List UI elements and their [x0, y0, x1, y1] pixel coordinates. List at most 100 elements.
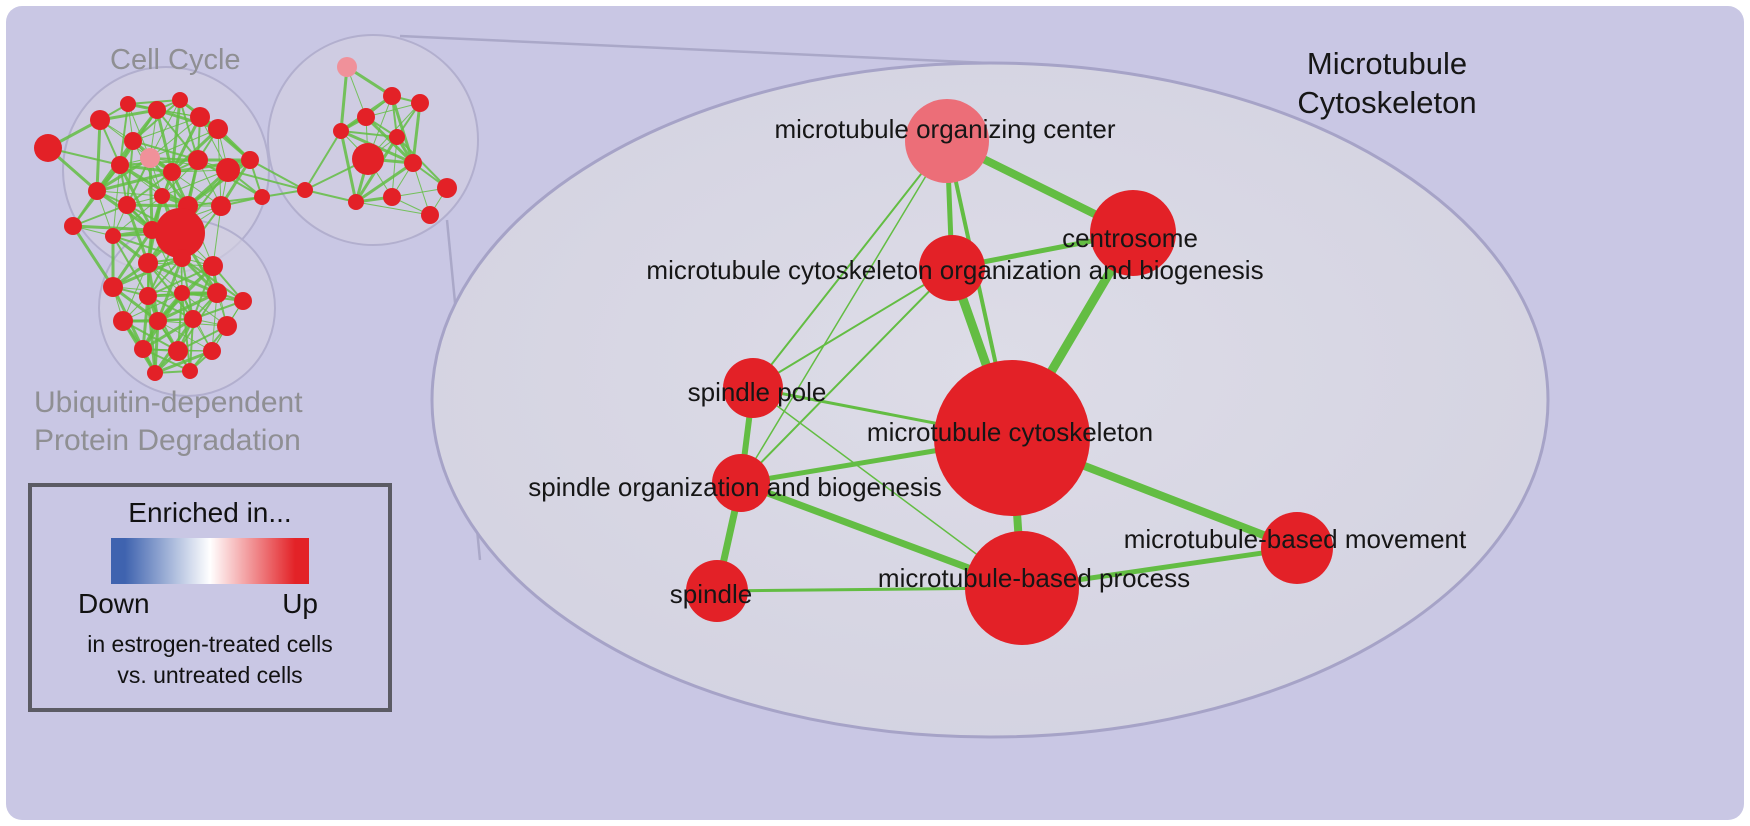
overview-node: [203, 342, 221, 360]
overview-node: [437, 178, 457, 198]
overview-edge: [365, 102, 421, 118]
overview-edge: [149, 99, 181, 159]
overview-edge: [181, 257, 244, 302]
detail-label-spindle: spindle: [670, 579, 752, 609]
overview-node: [88, 182, 106, 200]
overview-node: [217, 316, 237, 336]
overview-node: [254, 189, 270, 205]
legend-caption-line2: vs. untreated cells: [117, 662, 303, 688]
overview-node: [168, 341, 188, 361]
cluster-label-microtubule-line1: Microtubule: [1306, 46, 1468, 81]
overview-edge: [170, 116, 202, 173]
detail-label-mbp: microtubule-based process: [878, 563, 1190, 593]
overview-node: [190, 107, 210, 127]
overview-node: [297, 182, 313, 198]
overview-node: [138, 253, 158, 273]
overview-edge: [170, 99, 182, 173]
legend-down-label: Down: [78, 588, 150, 619]
overview-edge: [156, 257, 184, 322]
overview-edge: [126, 171, 173, 206]
detail-edge-mcob-sob: [740, 267, 953, 484]
detail-node-mcob: [919, 235, 985, 301]
detail-node-sob: [712, 454, 770, 512]
cluster-label-ubiquitin-line1: Ubiquitin-dependent: [34, 386, 303, 419]
overview-node: [174, 285, 190, 301]
overview-node: [155, 208, 205, 258]
overview-node: [421, 206, 439, 224]
overview-node: [211, 196, 231, 216]
overview-node: [188, 150, 208, 170]
overview-node: [333, 123, 349, 139]
cluster-label-microtubule-line2: Cytoskeleton: [1297, 85, 1477, 120]
overview-node: [184, 310, 202, 328]
overview-edge: [111, 229, 154, 288]
overview-edge: [157, 291, 218, 323]
detail-label-moc: microtubule organizing center: [774, 114, 1115, 144]
detail-edge-mcob-spindle_pole: [752, 267, 953, 389]
detail-label-mbm: microtubule-based movement: [1124, 524, 1467, 554]
overview-edge: [96, 190, 163, 197]
legend-box: Enriched in... Down Up in estrogen-treat…: [28, 483, 392, 712]
overview-edge: [411, 102, 422, 164]
detail-node-moc: [905, 99, 989, 183]
overview-node: [120, 96, 136, 112]
overview-node: [163, 163, 181, 181]
cluster-label-microtubule-cytoskeleton: Microtubule Cytoskeleton: [1278, 44, 1496, 122]
overview-edge: [96, 170, 173, 193]
detail-label-mcob: microtubule cytoskeleton organization an…: [646, 255, 1263, 285]
overview-edge: [142, 317, 194, 351]
overview-edge: [96, 156, 151, 193]
detail-label-mc: microtubule cytoskeleton: [867, 417, 1153, 447]
overview-node: [207, 283, 227, 303]
overview-node: [154, 188, 170, 204]
overview-node: [124, 132, 142, 150]
detail-node-labels: microtubule organizing centercentrosomem…: [528, 114, 1467, 609]
overview-node: [118, 196, 136, 214]
detail-label-spindle_pole: spindle pole: [688, 377, 827, 407]
detail-node-mbp: [965, 531, 1079, 645]
overview-node: [148, 101, 166, 119]
zoom-connector-line: [399, 34, 1011, 66]
overview-edge: [71, 225, 115, 288]
overview-node: [404, 154, 422, 172]
overview-node: [216, 158, 240, 182]
overview-edge: [355, 201, 431, 216]
overview-node: [357, 108, 375, 126]
overview-edge: [391, 136, 398, 198]
overview-node: [389, 129, 405, 145]
cluster-label-ubiquitin-line2: Protein Degradation: [34, 424, 301, 457]
overview-edge: [249, 159, 306, 191]
overview-node: [348, 194, 364, 210]
overview-edge: [95, 119, 102, 192]
detail-nodes: [686, 99, 1333, 645]
overview-node: [172, 92, 188, 108]
overview-node: [111, 156, 129, 174]
cluster-label-ubiquitin: Ubiquitin-dependent Protein Degradation: [34, 384, 303, 460]
overview-edge: [112, 235, 149, 297]
detail-label-centrosome: centrosome: [1062, 223, 1198, 253]
overview-edge: [148, 157, 154, 231]
detail-label-sob: spindle organization and biogenesis: [528, 472, 941, 502]
overview-edge: [339, 66, 349, 132]
overview-node: [103, 277, 123, 297]
overview-node: [241, 151, 259, 169]
overview-node: [34, 134, 62, 162]
legend-caption-line1: in estrogen-treated cells: [87, 631, 333, 657]
detail-edge-moc-spindle_pole: [752, 140, 948, 389]
overview-edge: [122, 292, 183, 322]
overview-edge: [340, 130, 398, 138]
legend-end-labels: Down Up: [32, 584, 388, 620]
overview-edge: [412, 162, 431, 216]
overview-node: [149, 312, 167, 330]
overview-node: [147, 365, 163, 381]
overview-edge: [149, 116, 201, 159]
overview-node: [64, 217, 82, 235]
overview-edge: [154, 349, 213, 375]
overview-node: [182, 363, 198, 379]
overview-node: [134, 340, 152, 358]
overview-node: [337, 57, 357, 77]
overview-edge: [72, 204, 128, 227]
overview-edge: [339, 130, 358, 203]
